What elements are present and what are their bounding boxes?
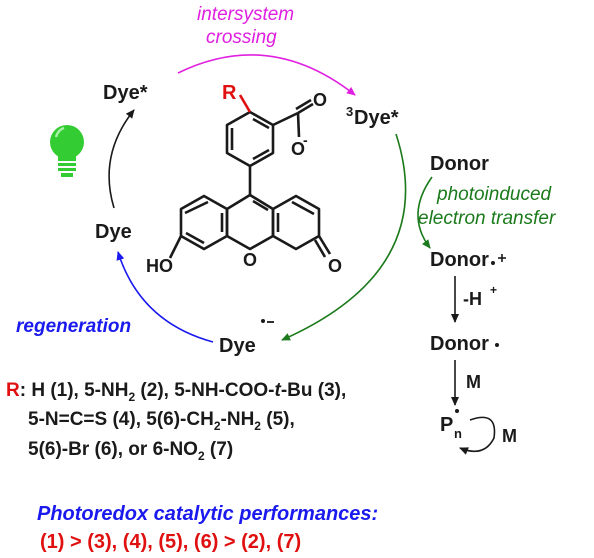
radical-dot-polymer xyxy=(455,409,459,413)
triplet-dye-label: Dye* xyxy=(354,107,399,129)
dye-excited-label: Dye* xyxy=(103,82,148,104)
carboxylate-o-minus: O xyxy=(291,139,305,159)
donor-radical-label: Donor xyxy=(430,333,489,355)
propagation-loop-arrow xyxy=(459,416,496,455)
r-red-label: R xyxy=(6,380,20,401)
polymer-sub: n xyxy=(454,426,462,441)
substituent-line2: 5-N=C=S (4), 5(6)-CH2-NH2 (5), xyxy=(28,409,295,433)
performance-ranking: (1) > (3), (4), (5), (6) > (2), (7) xyxy=(40,531,301,553)
carboxylate-o-double: O xyxy=(313,90,327,110)
radical-dot-cation xyxy=(491,261,495,265)
carboxylate-minus: - xyxy=(303,132,308,148)
pet-label-line2: electron transfer xyxy=(418,208,556,229)
light-bulb-icon xyxy=(50,125,84,177)
substituent-r-label: R xyxy=(222,82,237,104)
substituent-line3: 5(6)-Br (6), or 6-NO2 (7) xyxy=(28,439,233,463)
polymer-label: P xyxy=(440,414,453,436)
dye-anion-label: Dye xyxy=(219,335,256,357)
deprotonation-sup: + xyxy=(490,283,497,297)
donor-oxidation-arrow xyxy=(417,176,433,249)
regeneration-arrow xyxy=(116,251,214,343)
donor-radical-cation-label: Donor xyxy=(430,249,489,271)
substituent-line1: R: H (1), 5-NH2 (2), 5-NH-COO-t-Bu (3), xyxy=(6,380,346,404)
regeneration-label: regeneration xyxy=(16,316,131,337)
ring-o-mask xyxy=(242,252,258,269)
performance-title: Photoredox catalytic performances: xyxy=(37,503,378,525)
radical-dot-anion xyxy=(261,319,265,323)
monomer2-label: M xyxy=(502,426,517,446)
ring-oxygen-label: O xyxy=(243,250,257,270)
deprotonation-label: -H xyxy=(463,289,482,309)
isc-arrow xyxy=(177,54,356,96)
dye-label: Dye xyxy=(95,221,132,243)
isc-label-line1: intersystem xyxy=(197,4,294,25)
pet-arc-arrow xyxy=(281,133,407,341)
fluorescein-structure xyxy=(168,94,332,259)
hydroxyl-label: HO xyxy=(146,256,173,276)
excitation-arrow xyxy=(108,109,135,209)
carbonyl-oxygen-label: O xyxy=(328,256,342,276)
donor-label: Donor xyxy=(430,153,489,175)
isc-label-line2: crossing xyxy=(206,27,277,48)
triplet-sup: 3 xyxy=(346,104,353,119)
monomer1-label: M xyxy=(466,372,481,392)
pet-label-line1: photoinduced xyxy=(436,184,553,205)
radical-dot-donor xyxy=(495,343,499,347)
